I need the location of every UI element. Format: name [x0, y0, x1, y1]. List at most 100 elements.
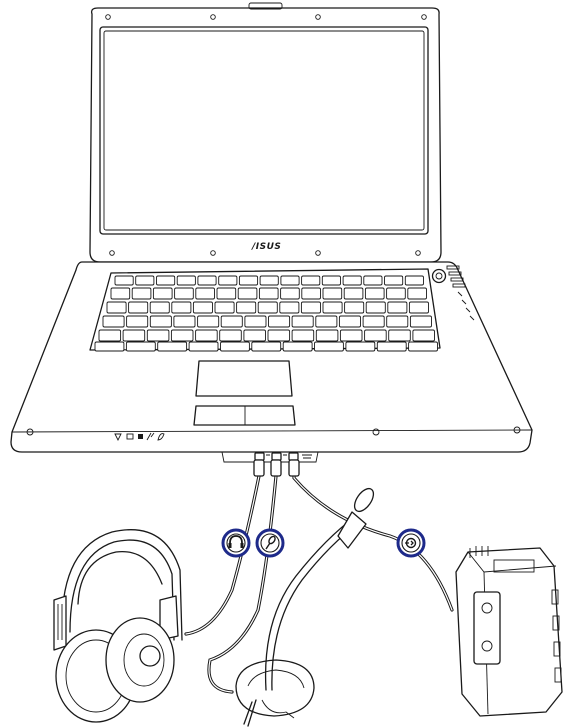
keyboard-key[interactable] — [107, 302, 126, 313]
keyboard-key[interactable] — [340, 330, 362, 341]
keyboard-key[interactable] — [405, 276, 423, 285]
microphone-in-jack[interactable] — [272, 453, 281, 460]
keyboard-key[interactable] — [111, 288, 130, 299]
keyboard-key[interactable] — [252, 342, 281, 351]
keyboard-key[interactable] — [302, 276, 320, 285]
keyboard-key[interactable] — [171, 330, 193, 341]
line-in-badge — [398, 530, 424, 556]
keyboard-key[interactable] — [189, 342, 218, 351]
keyboard-key[interactable] — [269, 316, 290, 327]
microphone-base — [236, 660, 314, 716]
keyboard-key[interactable] — [239, 276, 257, 285]
keyboard-key[interactable] — [316, 316, 337, 327]
keyboard-key[interactable] — [196, 330, 218, 341]
keyboard-key[interactable] — [132, 288, 151, 299]
keyboard-key[interactable] — [301, 302, 320, 313]
keyboard-key[interactable] — [385, 276, 403, 285]
audio-line-in-jack[interactable] — [289, 453, 298, 460]
keyboard-key[interactable] — [387, 316, 408, 327]
keyboard-key[interactable] — [281, 288, 300, 299]
keyboard-key[interactable] — [115, 276, 133, 285]
keyboard-key[interactable] — [343, 276, 361, 285]
keyboard-key[interactable] — [196, 288, 215, 299]
keyboard-key[interactable] — [387, 288, 406, 299]
keyboard-key[interactable] — [316, 330, 338, 341]
keyboard-key[interactable] — [147, 330, 169, 341]
keyboard-key[interactable] — [215, 302, 234, 313]
keyboard-key[interactable] — [413, 330, 435, 341]
keyboard-key[interactable] — [281, 276, 299, 285]
keyboard-key[interactable] — [377, 342, 406, 351]
keyboard-key[interactable] — [409, 302, 428, 313]
keyboard-key[interactable] — [153, 288, 172, 299]
keyboard-key[interactable] — [259, 288, 278, 299]
microphone-badge — [257, 530, 283, 556]
laptop-screen — [100, 27, 428, 234]
power-button[interactable] — [433, 270, 446, 283]
keyboard-key[interactable] — [220, 330, 242, 341]
keyboard-key[interactable] — [150, 316, 171, 327]
headphones — [54, 530, 182, 722]
keyboard-key[interactable] — [339, 316, 360, 327]
keyboard-key[interactable] — [323, 288, 342, 299]
keyboard-key[interactable] — [127, 316, 148, 327]
keyboard-key[interactable] — [217, 288, 236, 299]
keyboard-key[interactable] — [315, 342, 344, 351]
keyboard-key[interactable] — [283, 342, 312, 351]
keyboard-key[interactable] — [174, 316, 195, 327]
keyboard-key[interactable] — [365, 330, 387, 341]
keyboard-key[interactable] — [245, 316, 266, 327]
keyboard-key[interactable] — [366, 302, 385, 313]
keyboard-key[interactable] — [323, 302, 342, 313]
keyboard-key[interactable] — [126, 342, 155, 351]
headphone-out-jack[interactable] — [255, 453, 264, 460]
keyboard-key[interactable] — [364, 276, 382, 285]
keyboard-key[interactable] — [158, 342, 187, 351]
keyboard-key[interactable] — [198, 276, 216, 285]
keyboard-key[interactable] — [136, 276, 154, 285]
keyboard-key[interactable] — [244, 330, 266, 341]
keyboard-key[interactable] — [344, 288, 363, 299]
portable-audio-player — [456, 546, 562, 716]
keyboard-key[interactable] — [410, 316, 431, 327]
keyboard-key[interactable] — [322, 276, 340, 285]
keyboard-key[interactable] — [99, 330, 121, 341]
keyboard-key[interactable] — [408, 288, 427, 299]
keyboard-key[interactable] — [172, 302, 191, 313]
keyboard-key[interactable] — [193, 302, 212, 313]
keyboard-key[interactable] — [238, 288, 257, 299]
keyboard-key[interactable] — [175, 288, 194, 299]
keyboard-key[interactable] — [346, 342, 375, 351]
keyboard-key[interactable] — [237, 302, 256, 313]
keyboard-key[interactable] — [95, 342, 124, 351]
keyboard-key[interactable] — [123, 330, 145, 341]
headphone-badge — [223, 530, 249, 556]
keyboard-key[interactable] — [221, 316, 242, 327]
keyboard-key[interactable] — [129, 302, 148, 313]
desk-microphone — [236, 485, 377, 726]
keyboard-key[interactable] — [258, 302, 277, 313]
keyboard-key[interactable] — [268, 330, 290, 341]
keyboard-key[interactable] — [150, 302, 169, 313]
keyboard-key[interactable] — [409, 342, 438, 351]
keyboard-key[interactable] — [280, 302, 299, 313]
keyboard-key[interactable] — [260, 276, 278, 285]
keyboard-key[interactable] — [219, 276, 237, 285]
keyboard-key[interactable] — [365, 288, 384, 299]
keyboard-key[interactable] — [388, 302, 407, 313]
touchpad[interactable] — [196, 361, 292, 396]
keyboard-key[interactable] — [302, 288, 321, 299]
keyboard-key[interactable] — [363, 316, 384, 327]
keyboard-key[interactable] — [157, 276, 175, 285]
laptop-lid: /ISUS — [90, 3, 441, 262]
keyboard-key[interactable] — [221, 342, 250, 351]
touchpad-buttons[interactable] — [194, 406, 295, 425]
keyboard-key[interactable] — [292, 316, 313, 327]
keyboard-key[interactable] — [198, 316, 219, 327]
keyboard-key[interactable] — [177, 276, 195, 285]
keyboard-key[interactable] — [292, 330, 314, 341]
keyboard-key[interactable] — [389, 330, 411, 341]
keyboard-key[interactable] — [103, 316, 124, 327]
keyboard-key[interactable] — [345, 302, 364, 313]
